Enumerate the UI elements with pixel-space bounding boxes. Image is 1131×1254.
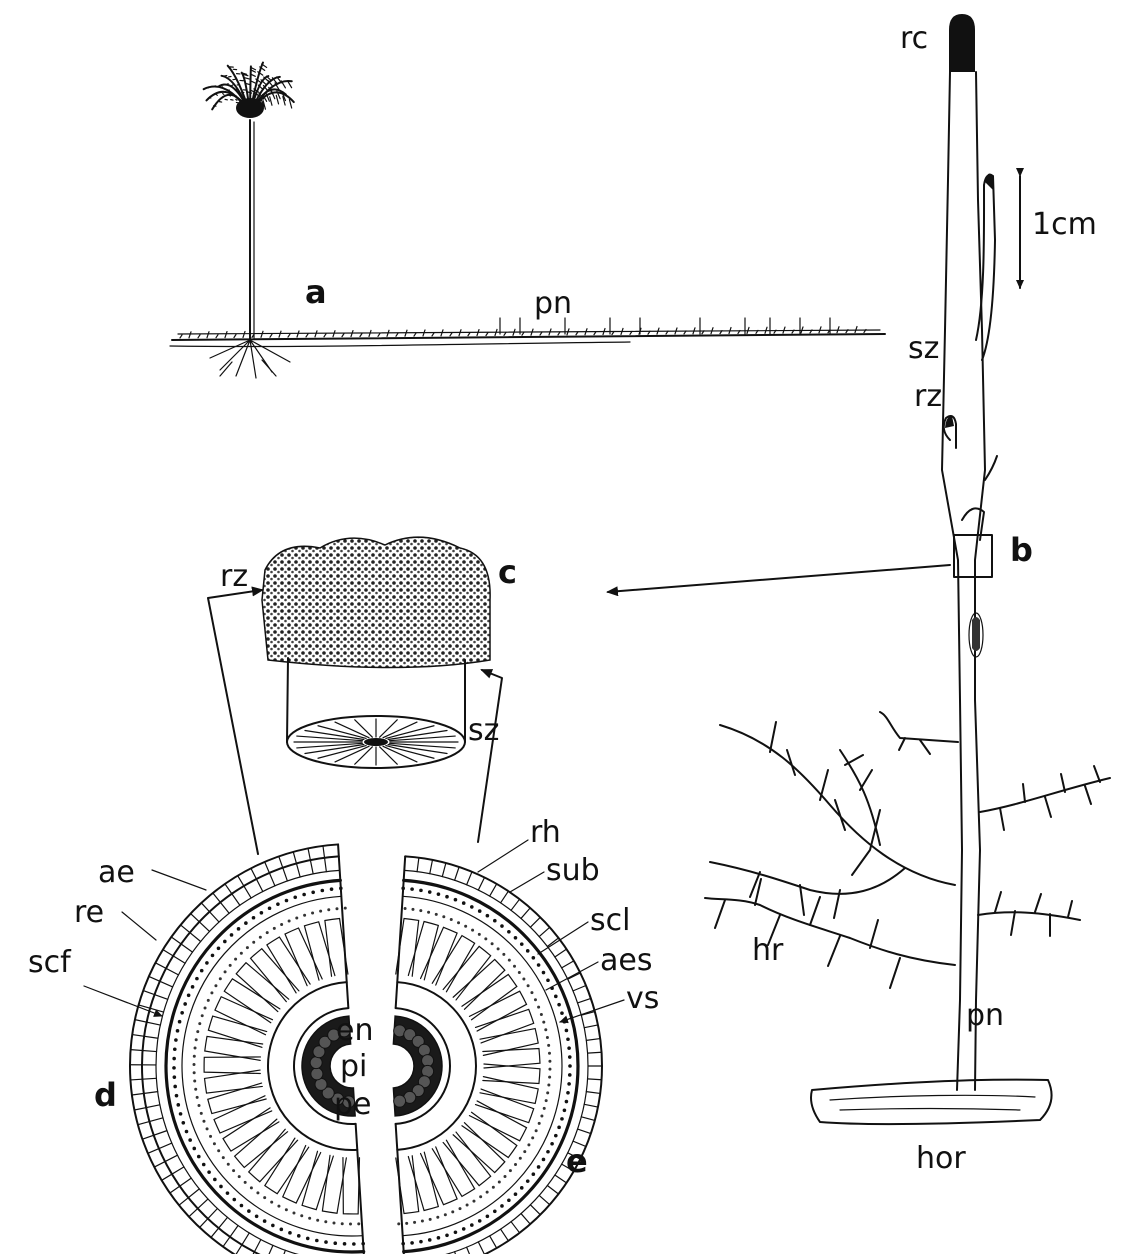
label-pi: pi bbox=[340, 1049, 367, 1084]
label-rz-axis: rz bbox=[914, 379, 942, 414]
panel-label-c: c bbox=[498, 553, 517, 591]
panel-label-a: a bbox=[305, 273, 327, 311]
label-re: re bbox=[74, 895, 104, 930]
ground-surface bbox=[170, 318, 885, 347]
label-scale-1cm: 1cm bbox=[1032, 207, 1097, 242]
label-rz-c: rz bbox=[220, 559, 248, 594]
root-cap bbox=[949, 14, 975, 72]
panel-b-root-axis: 1cm rc sz rz b pn hor hr bbox=[608, 14, 1110, 1176]
arrow-sz bbox=[478, 670, 502, 842]
panel-label-b: b bbox=[1010, 531, 1033, 569]
label-pe: pe bbox=[334, 1087, 372, 1122]
panels-d-e-cross-sections: d e rh sub scl aes vs ae re scf en pi pe bbox=[28, 815, 659, 1254]
label-sub: sub bbox=[546, 853, 600, 888]
cross-section-d bbox=[130, 844, 366, 1254]
arrow-rz bbox=[208, 590, 262, 854]
label-rh: rh bbox=[530, 815, 561, 850]
horizontal-rhizome bbox=[811, 1080, 1052, 1125]
label-aes: aes bbox=[600, 943, 652, 978]
label-hr-hair-roots: hr bbox=[752, 933, 784, 968]
label-en: en bbox=[336, 1013, 373, 1048]
palm-tree-drawing bbox=[204, 63, 294, 378]
arrow-to-panel-c bbox=[608, 565, 950, 592]
panel-c-root-segment: c rz sz bbox=[208, 537, 517, 854]
panel-label-e: e bbox=[566, 1142, 588, 1180]
main-root-outline bbox=[942, 72, 985, 1090]
root-hair-mass bbox=[262, 537, 490, 667]
panel-a-palm-habit: a pn bbox=[170, 63, 885, 378]
label-ae: ae bbox=[98, 855, 135, 890]
label-vs: vs bbox=[626, 981, 659, 1016]
section-box bbox=[954, 535, 992, 577]
panel-label-d: d bbox=[94, 1076, 117, 1114]
label-pn-axis: pn bbox=[966, 998, 1004, 1033]
label-sz-axis: sz bbox=[908, 331, 939, 366]
cross-section-e bbox=[393, 856, 602, 1254]
label-scf: scf bbox=[28, 945, 72, 980]
label-hor: hor bbox=[916, 1141, 966, 1176]
label-scl: scl bbox=[590, 903, 630, 938]
label-rc-root-cap: rc bbox=[900, 21, 928, 56]
label-pn-rhizome: pn bbox=[534, 286, 572, 321]
